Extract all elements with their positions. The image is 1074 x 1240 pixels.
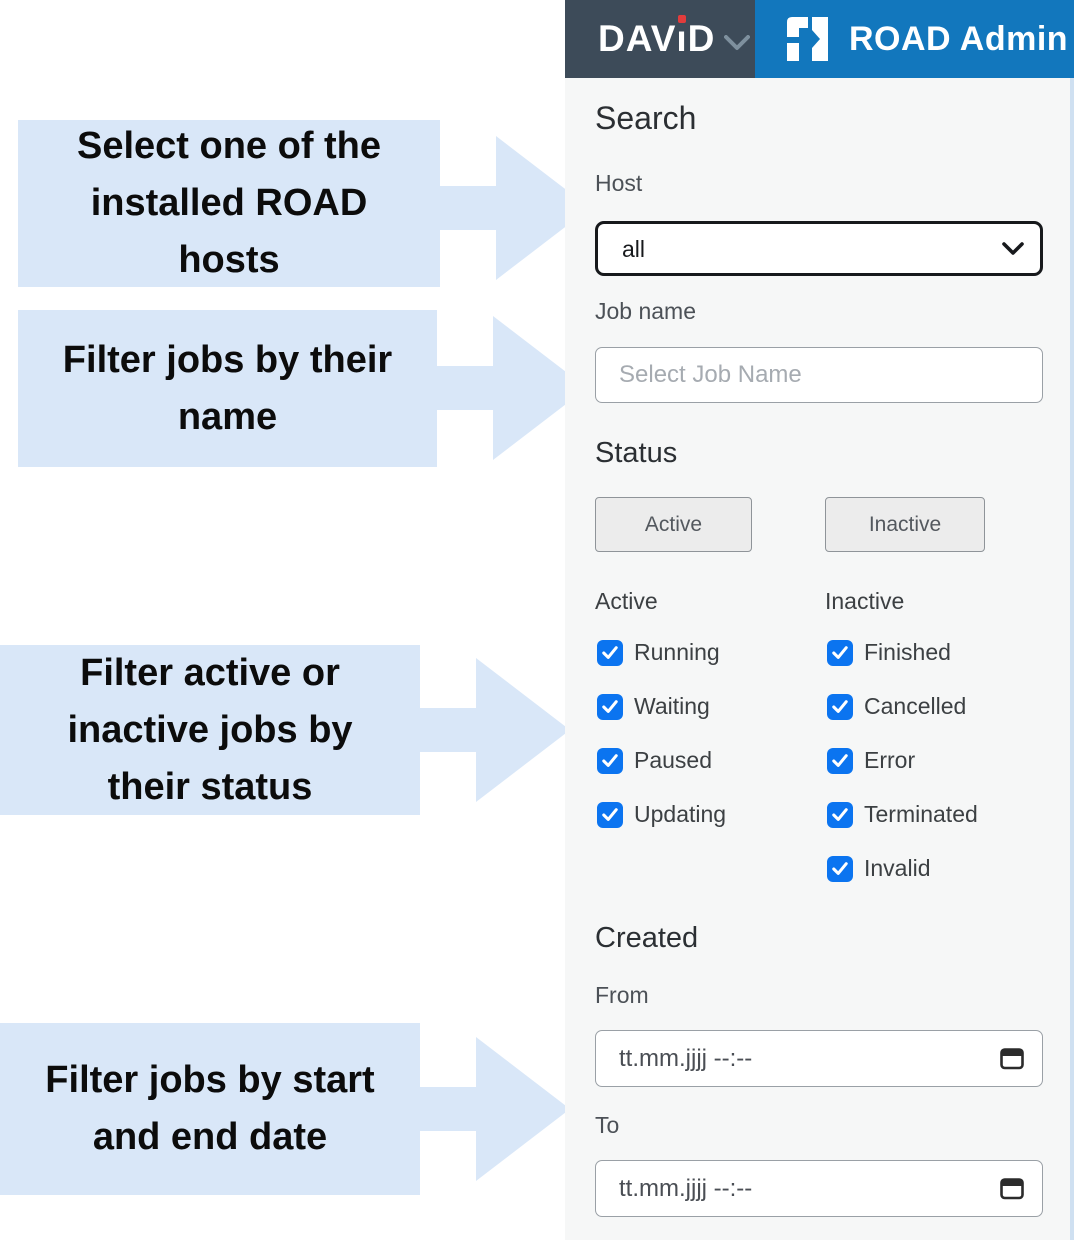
app-title: ROAD Admin (849, 19, 1069, 58)
checkbox-checked-icon[interactable] (827, 693, 853, 720)
host-label: Host (595, 170, 643, 196)
checkbox-terminated[interactable]: Terminated (827, 801, 978, 828)
checkbox-label: Invalid (864, 855, 931, 881)
checkbox-checked-icon[interactable] (827, 855, 853, 882)
checkbox-cancelled[interactable]: Cancelled (827, 693, 966, 720)
checkbox-checked-icon[interactable] (597, 639, 623, 666)
callout-select-host: Select one of the installed ROAD hosts (18, 120, 440, 287)
checkbox-checked-icon[interactable] (827, 801, 853, 828)
checkbox-label: Updating (634, 801, 727, 827)
checkbox-label: Error (864, 747, 916, 773)
checkbox-label: Paused (634, 747, 713, 773)
checkbox-waiting[interactable]: Waiting (597, 693, 710, 720)
status-heading: Status (595, 437, 678, 469)
road-logo-icon (787, 17, 828, 61)
inactive-group-label: Inactive (825, 588, 905, 614)
search-heading: Search (595, 100, 697, 136)
checkbox-label: Finished (864, 639, 951, 665)
checkbox-running[interactable]: Running (597, 639, 720, 666)
created-heading: Created (595, 922, 699, 954)
checkbox-checked-icon[interactable] (597, 747, 623, 774)
from-date-input[interactable]: tt.mm.jjjj --:-- (595, 1030, 1043, 1087)
callout-filter-dates: Filter jobs by start and end date (0, 1023, 420, 1195)
from-label: From (595, 982, 649, 1008)
checkbox-checked-icon[interactable] (827, 639, 853, 666)
host-select-wrap: all (595, 221, 1043, 276)
to-date-value[interactable]: tt.mm.jjjj --:-- (595, 1160, 1043, 1217)
checkbox-label: Terminated (864, 801, 978, 827)
checkbox-checked-icon[interactable] (597, 801, 623, 828)
calendar-icon[interactable] (1000, 1177, 1024, 1200)
inactive-button[interactable]: Inactive (825, 497, 985, 552)
active-button[interactable]: Active (595, 497, 752, 552)
checkbox-label: Running (634, 639, 720, 665)
checkbox-finished[interactable]: Finished (827, 639, 951, 666)
to-label: To (595, 1112, 620, 1138)
job-name-input[interactable] (595, 347, 1043, 403)
checkbox-paused[interactable]: Paused (597, 747, 712, 774)
job-name-label: Job name (595, 298, 697, 324)
checkbox-label: Waiting (634, 693, 710, 719)
to-date-input[interactable]: tt.mm.jjjj --:-- (595, 1160, 1043, 1217)
active-group-label: Active (595, 588, 658, 614)
callout-filter-name: Filter jobs by their name (18, 310, 437, 467)
callout-filter-status: Filter active or inactive jobs by their … (0, 645, 420, 815)
checkbox-label: Cancelled (864, 693, 967, 719)
arrow-right-icon (438, 136, 590, 280)
chevron-down-icon[interactable] (724, 35, 751, 51)
arrow-right-icon (418, 1037, 570, 1181)
scrollbar-track[interactable] (1070, 78, 1074, 1240)
checkbox-checked-icon[interactable] (827, 747, 853, 774)
checkbox-invalid[interactable]: Invalid (827, 855, 930, 882)
app-title-bar: ROAD Admin (755, 0, 1074, 78)
checkbox-checked-icon[interactable] (597, 693, 623, 720)
arrow-right-icon (435, 316, 587, 460)
calendar-icon[interactable] (1000, 1047, 1024, 1070)
host-select[interactable]: all (595, 221, 1043, 276)
arrow-right-icon (418, 658, 570, 802)
checkbox-updating[interactable]: Updating (597, 801, 726, 828)
checkbox-error[interactable]: Error (827, 747, 915, 774)
from-date-value[interactable]: tt.mm.jjjj --:-- (595, 1030, 1043, 1087)
